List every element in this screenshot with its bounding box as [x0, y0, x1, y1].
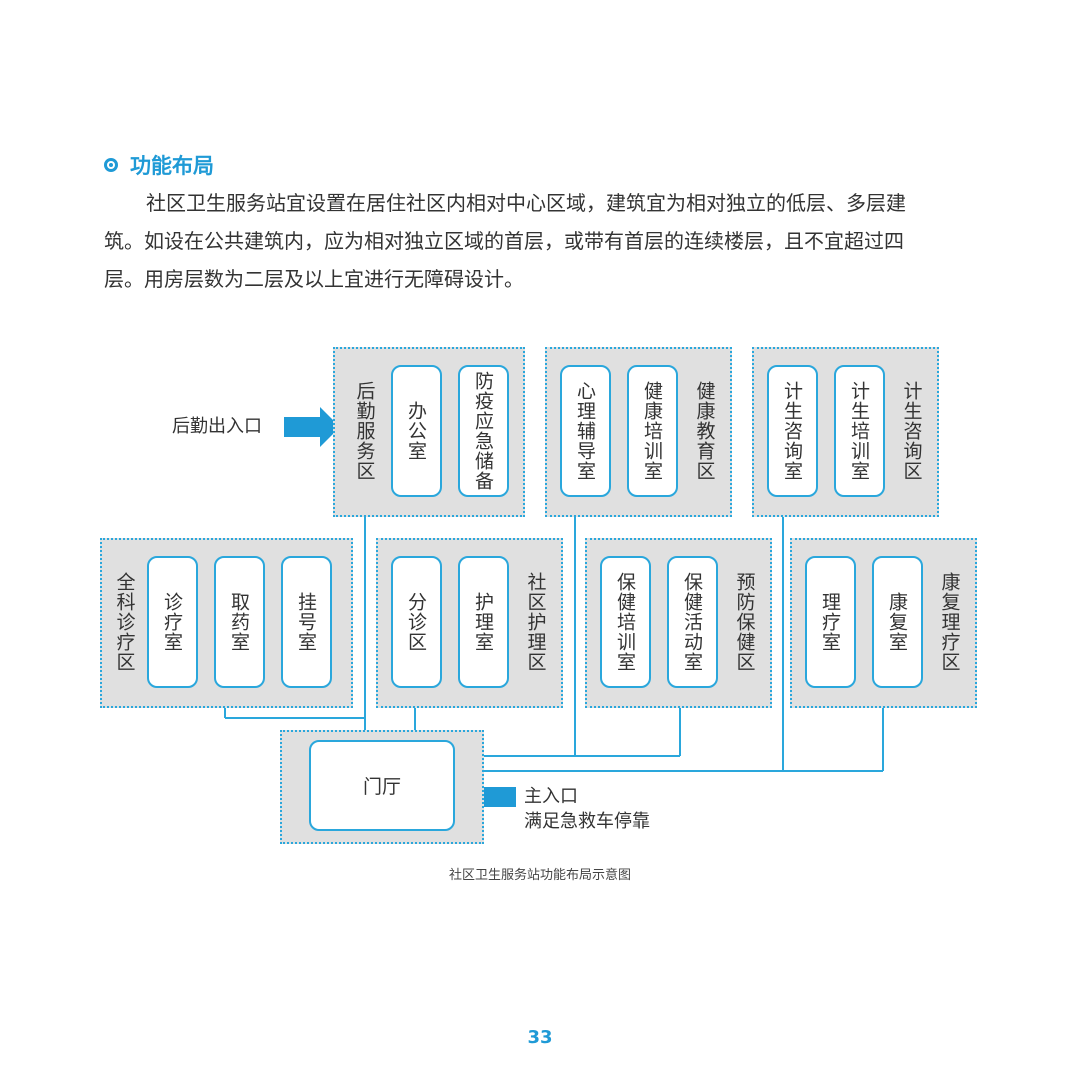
main-entrance-label: 主入口 满足急救车停靠 — [524, 784, 650, 834]
zone-label-logistics: 后勤服务区 — [353, 381, 376, 481]
section-heading: 功能布局 — [104, 150, 214, 180]
room-rehab: 康复室 — [872, 556, 923, 688]
logistics-entrance-arrow — [284, 407, 340, 447]
room-lobby: 门厅 — [309, 740, 455, 831]
room-fp-training: 计生培训室 — [834, 365, 885, 497]
room-physiotherapy: 理疗室 — [805, 556, 856, 688]
zone-label-general-practice: 全科诊疗区 — [113, 572, 136, 672]
page-number: 33 — [527, 1027, 553, 1048]
room-registration: 挂号室 — [281, 556, 332, 688]
logistics-entrance-label: 后勤出入口 — [172, 416, 262, 437]
figure-caption: 社区卫生服务站功能布局示意图 — [448, 868, 631, 883]
room-nursing: 护理室 — [458, 556, 509, 688]
main-entrance-line-2: 满足急救车停靠 — [524, 811, 650, 832]
zone-label-family-planning: 计生咨询区 — [900, 381, 923, 481]
room-care-training: 保健培训室 — [600, 556, 651, 688]
zone-label-community-nursing: 社区护理区 — [524, 572, 547, 672]
paragraph-line-2: 筑。如设在公共建筑内，应为相对独立区域的首层，或带有首层的连续楼层，且不宜超过四 — [104, 229, 904, 253]
room-care-activity: 保健活动室 — [667, 556, 718, 688]
zone-label-health-education: 健康教育区 — [693, 381, 716, 481]
room-consultation: 诊疗室 — [147, 556, 198, 688]
circle-bullet-icon — [104, 158, 118, 172]
room-pharmacy: 取药室 — [214, 556, 265, 688]
section-title: 功能布局 — [130, 154, 214, 178]
zone-label-prevention: 预防保健区 — [733, 572, 756, 672]
body-paragraph: 社区卫生服务站宜设置在居住社区内相对中心区域，建筑宜为相对独立的低层、多层建 筑… — [104, 184, 976, 298]
paragraph-line-3: 层。用房层数为二层及以上宜进行无障碍设计。 — [104, 267, 524, 291]
room-fp-consulting: 计生咨询室 — [767, 365, 818, 497]
paragraph-line-1: 社区卫生服务站宜设置在居住社区内相对中心区域，建筑宜为相对独立的低层、多层建 — [146, 191, 906, 215]
room-office: 办公室 — [391, 365, 442, 497]
room-counseling: 心理辅导室 — [560, 365, 611, 497]
main-entrance-line-1: 主入口 — [524, 786, 578, 807]
zone-label-rehabilitation: 康复理疗区 — [938, 572, 961, 672]
room-epidemic-reserve: 防疫应急储备 — [458, 365, 509, 497]
room-health-training: 健康培训室 — [627, 365, 678, 497]
room-triage: 分诊区 — [391, 556, 442, 688]
